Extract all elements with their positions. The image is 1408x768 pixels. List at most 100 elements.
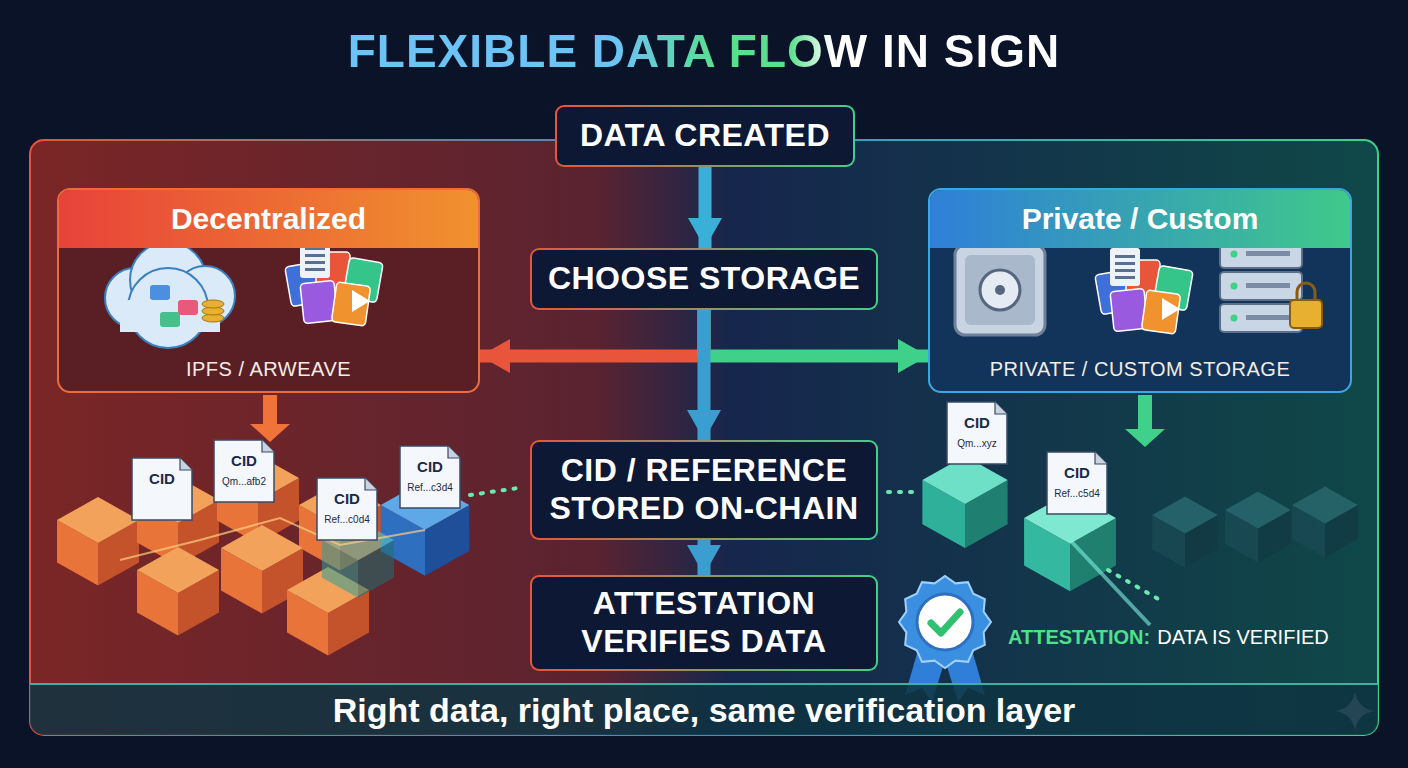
art-shape xyxy=(317,478,377,540)
cid-ref: Qm...xyz xyxy=(957,438,996,449)
art-shape xyxy=(947,402,1007,464)
cid-card xyxy=(317,478,377,540)
art-shape xyxy=(400,446,460,508)
art-shape xyxy=(352,290,370,312)
art-shape xyxy=(132,458,192,520)
flow-arrow xyxy=(698,540,711,575)
art-shape xyxy=(202,300,224,308)
art-shape xyxy=(180,458,192,470)
art-shape xyxy=(980,270,1020,310)
cid-tag: CID xyxy=(334,490,360,507)
art-shape xyxy=(1290,300,1322,328)
cid-ref: Ref...c5d4 xyxy=(1054,488,1100,499)
art-shape xyxy=(331,282,370,326)
cid-card xyxy=(1047,452,1107,514)
art-shape xyxy=(931,612,960,633)
cloud-icon xyxy=(105,242,235,348)
outer-frame xyxy=(30,140,1378,735)
down-arrow xyxy=(1125,395,1165,447)
process-box: ATTESTATION VERIFIES DATA xyxy=(530,575,878,671)
cid-tag: CID xyxy=(1064,464,1090,481)
art-shape xyxy=(1138,395,1152,431)
node-heading: Right data, right place, same verificati… xyxy=(333,691,1076,730)
cid-tag: CID xyxy=(231,452,257,469)
art-shape xyxy=(305,261,325,264)
node-subtitle: PRIVATE / CUSTOM STORAGE xyxy=(990,358,1291,381)
art-shape xyxy=(1115,262,1135,265)
art-shape xyxy=(1225,492,1291,529)
art-shape xyxy=(305,268,325,271)
art-shape xyxy=(448,446,460,458)
art-shape xyxy=(1115,276,1135,279)
block-cube xyxy=(1225,492,1291,563)
flow-arrow xyxy=(698,310,711,440)
art-shape xyxy=(1231,283,1238,290)
process-box: DATA CREATED xyxy=(555,105,855,167)
art-shape xyxy=(137,547,219,593)
dotted-line xyxy=(888,490,916,494)
cid-tag: CID xyxy=(149,470,175,487)
server-icon xyxy=(1220,240,1322,332)
art-shape xyxy=(150,285,170,300)
process-box: CHOOSE STORAGE xyxy=(530,248,878,310)
block-cube xyxy=(1152,497,1218,568)
cid-card xyxy=(132,458,192,520)
node-subtitle: IPFS / ARWEAVE xyxy=(186,358,351,381)
art-shape xyxy=(305,254,325,257)
status-note: DATA IS VERIFIED xyxy=(1157,626,1329,649)
art-shape xyxy=(262,440,274,452)
vault-icon xyxy=(955,245,1045,335)
cid-tag: CID xyxy=(964,414,990,431)
art-shape xyxy=(1246,315,1290,320)
cid-ref: Ref...c3d4 xyxy=(407,482,453,493)
block-cube xyxy=(57,497,139,586)
cid-tag: CID xyxy=(417,458,443,475)
art-shape xyxy=(1125,429,1165,447)
diagram-title: FLEXIBLE DATA FLOW IN SIGN xyxy=(348,25,1061,77)
art-shape xyxy=(1115,255,1135,258)
art-shape xyxy=(214,440,274,502)
art-shape xyxy=(917,594,973,650)
node-heading: DATA CREATED xyxy=(580,117,830,155)
cid-ref: Ref...c0d4 xyxy=(324,514,370,525)
storage-panel: Private / CustomPRIVATE / CUSTOM STORAGE xyxy=(928,188,1352,393)
glow-beam xyxy=(1070,540,1150,625)
art-shape xyxy=(160,312,180,327)
art-shape xyxy=(1095,452,1107,464)
node-heading: ATTESTATION VERIFIES DATA xyxy=(546,585,862,661)
art-shape xyxy=(1292,487,1358,524)
art-shape xyxy=(221,525,303,571)
block-cube xyxy=(922,456,1007,548)
panel-fill xyxy=(928,188,1352,393)
cid-card xyxy=(947,402,1007,464)
art-shape xyxy=(965,255,1035,325)
art-shape xyxy=(263,395,277,426)
cid-card xyxy=(214,440,274,502)
artwork xyxy=(57,188,1374,730)
art-shape xyxy=(1231,315,1238,322)
node-heading: Private / Custom xyxy=(930,190,1350,248)
art-shape xyxy=(1152,497,1218,534)
art-shape xyxy=(57,497,139,543)
cid-ref: Qm...afb2 xyxy=(222,476,266,487)
art-shape xyxy=(899,576,991,668)
art-shape xyxy=(1220,272,1302,300)
flow-arrow xyxy=(699,167,712,248)
block-cube xyxy=(137,547,219,636)
art-shape xyxy=(1246,251,1290,256)
status-note: ATTESTATION: xyxy=(1008,626,1150,649)
art-shape xyxy=(1110,248,1140,286)
node-heading: Decentralized xyxy=(59,190,478,248)
flow-arrow xyxy=(480,310,704,356)
art-shape xyxy=(995,402,1007,414)
art-shape xyxy=(1297,283,1315,300)
panel-fill xyxy=(57,188,480,393)
process-box: CID / REFERENCE STORED ON-CHAIN xyxy=(530,440,878,540)
files-icon xyxy=(285,240,383,326)
flow-arrow xyxy=(704,310,928,356)
art-shape xyxy=(1141,290,1180,334)
title-wrap: FLEXIBLE DATA FLOW IN SIGN xyxy=(0,24,1408,78)
storage-panel: DecentralizedIPFS / ARWEAVE xyxy=(57,188,480,393)
art-shape xyxy=(1231,251,1238,258)
